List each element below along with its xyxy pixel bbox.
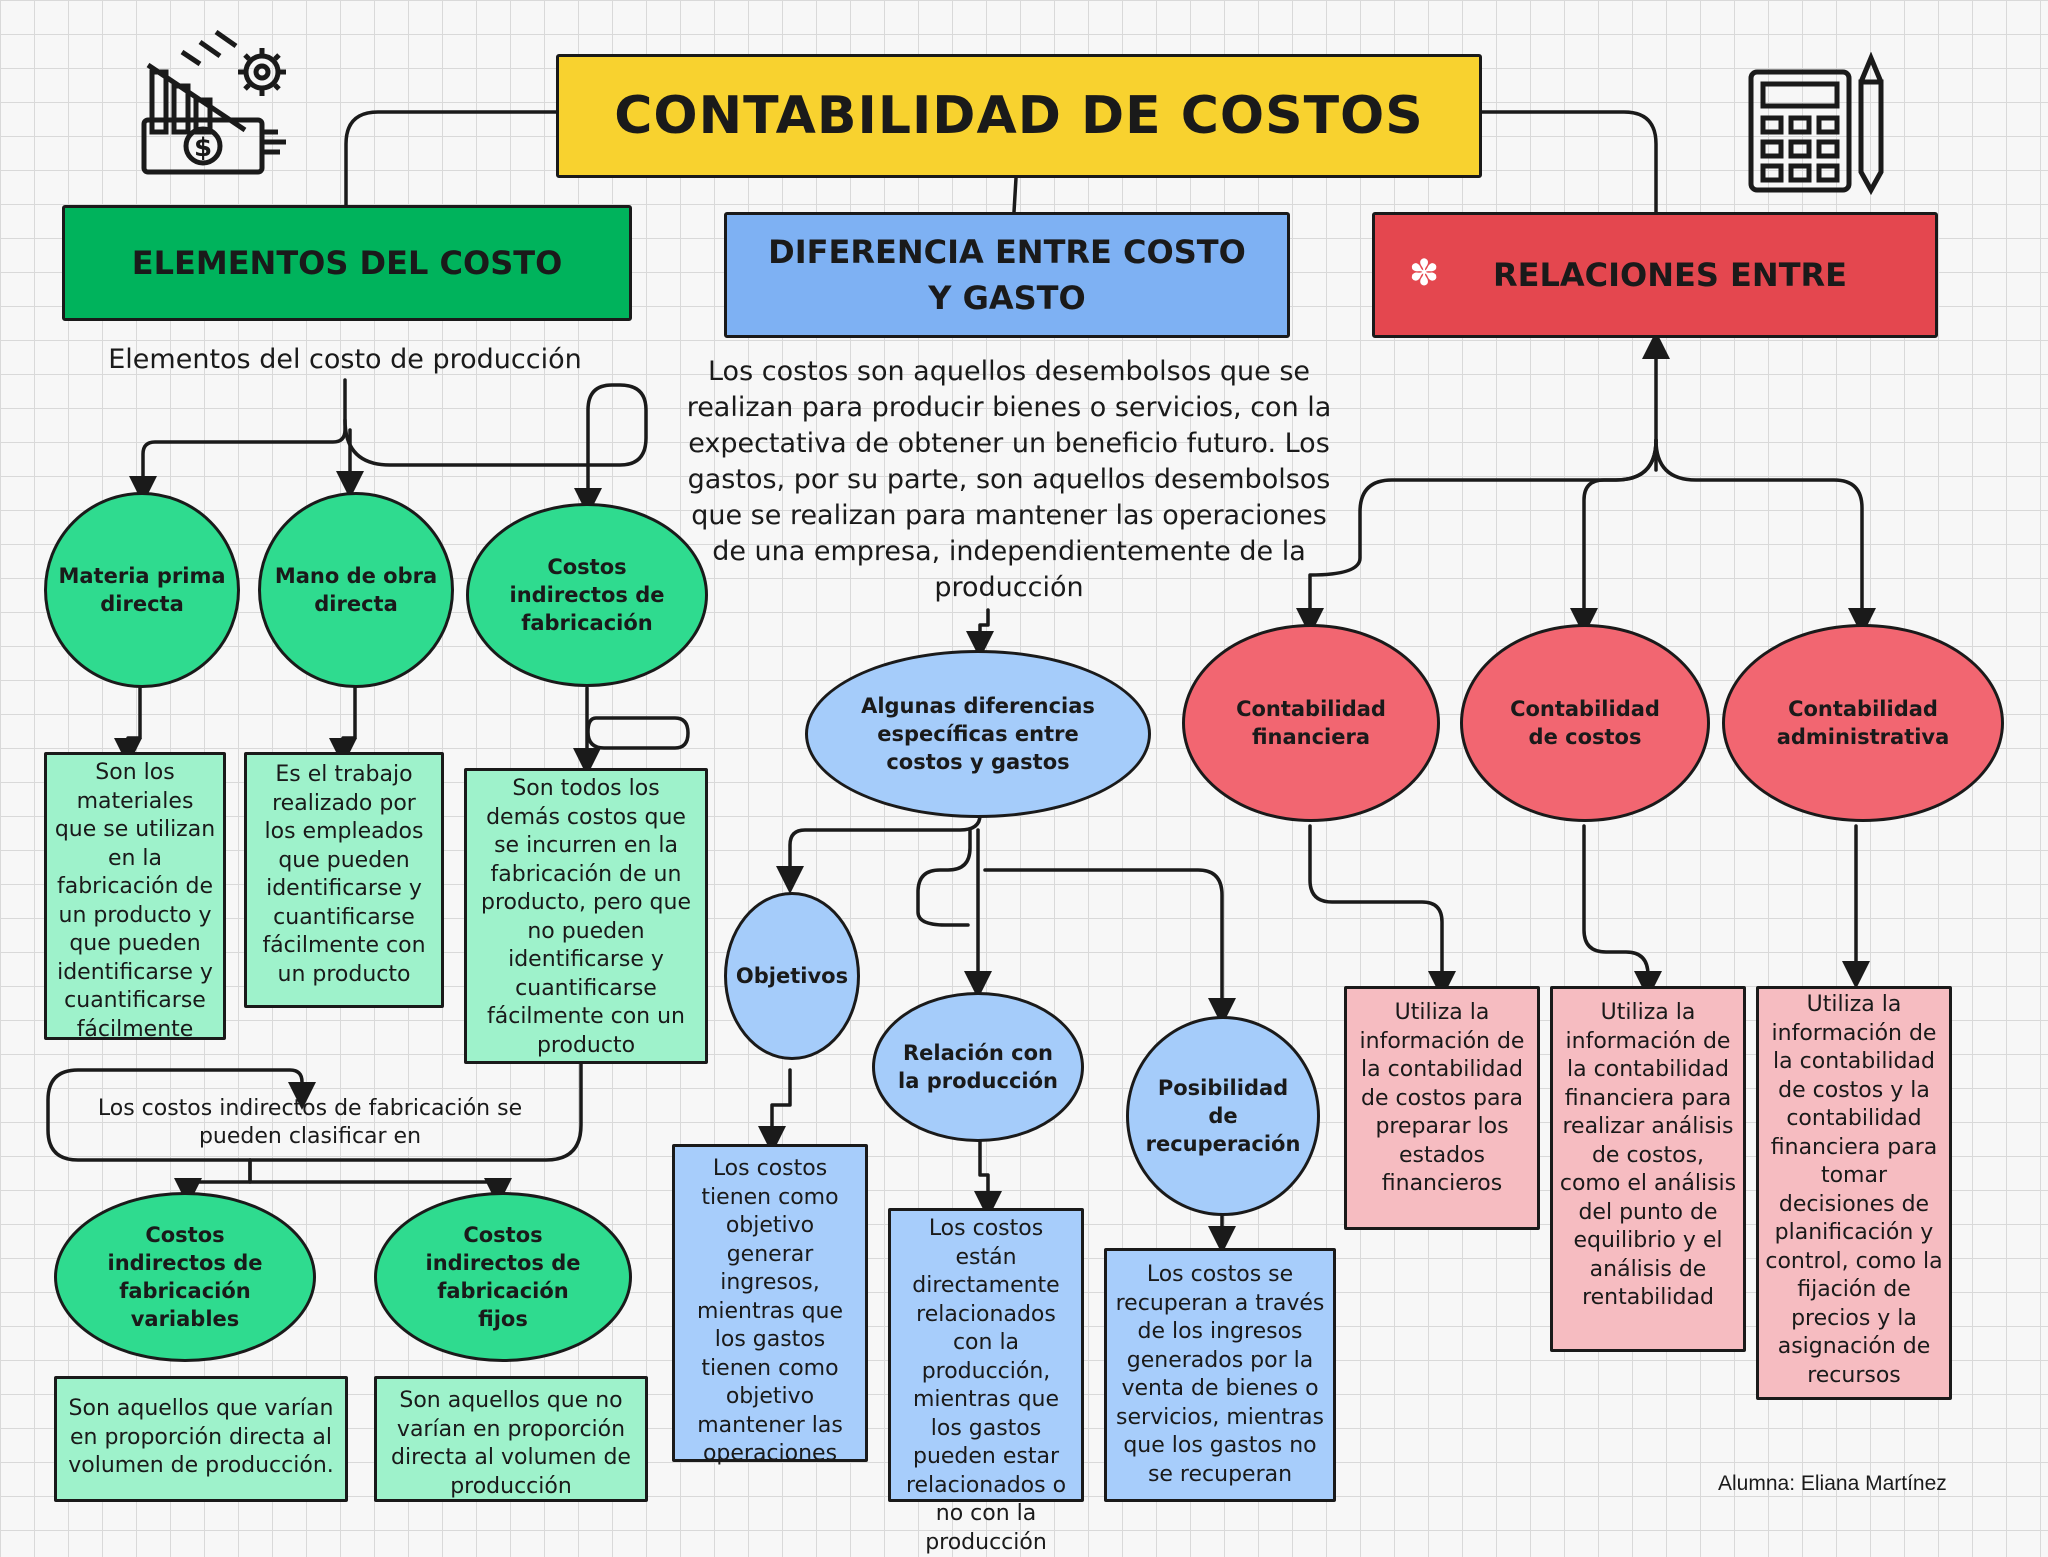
node-diferencias-especificas: Algunas diferencias específicas entre co…: [805, 650, 1151, 818]
node-costos-indirectos: Costos indirectos de fabricación: [466, 503, 708, 687]
node-cif-fijos: Costos indirectos de fabricación fijos: [374, 1192, 632, 1362]
node-contabilidad-financiera: Contabilidad financiera: [1182, 624, 1440, 822]
box-costos-indirectos: Son todos los demás costos que se incurr…: [464, 768, 708, 1064]
box-mano-de-obra: Es el trabajo realizado por los empleado…: [244, 752, 444, 1008]
box-contabilidad-administrativa: Utiliza la información de la contabilida…: [1756, 986, 1952, 1400]
node-posibilidad-recuperacion: Posibilidad de recuperación: [1126, 1016, 1320, 1216]
header-elementos-del-costo: ELEMENTOS DEL COSTO: [62, 205, 632, 321]
box-objetivos: Los costos tienen como objetivo generar …: [672, 1144, 868, 1466]
calculator-icon: [1748, 52, 1884, 196]
svg-text:$: $: [194, 133, 212, 163]
box-contabilidad-financiera: Utiliza la información de la contabilida…: [1344, 986, 1540, 1230]
box-cif-variables: Son aquellos que varían en proporción di…: [54, 1376, 348, 1502]
clasificacion-text: Los costos indirectos de fabricación se …: [97, 1096, 523, 1149]
header-relaciones-label: RELACIONES ENTRE: [1492, 256, 1848, 294]
node-mano-de-obra: Mano de obra directa: [258, 492, 454, 688]
box-posibilidad-recuperacion: Los costos se recuperan a través de los …: [1104, 1248, 1336, 1502]
elementos-intro: Elementos del costo de producción: [108, 344, 582, 375]
page-title: CONTABILIDAD DE COSTOS: [556, 54, 1482, 178]
node-relacion-produccion: Relación con la producción: [872, 992, 1084, 1142]
header-relaciones-entre: ✽ RELACIONES ENTRE: [1372, 212, 1938, 338]
node-contabilidad-administrativa: Contabilidad administrativa: [1722, 624, 2004, 822]
box-cif-fijos: Son aquellos que no varían en proporción…: [374, 1376, 648, 1502]
sparkle-icon: ✽: [1409, 253, 1440, 294]
box-relacion-produccion: Los costos están directamente relacionad…: [888, 1208, 1084, 1555]
finance-chart-money-icon: $: [141, 30, 286, 175]
diferencia-intro: Los costos son aquellos desembolsos que …: [686, 356, 1332, 603]
box-materia-prima: Son los materiales que se utilizan en la…: [44, 752, 226, 1042]
node-contabilidad-costos: Contabilidad de costos: [1460, 624, 1710, 822]
node-objetivos: Objetivos: [724, 892, 860, 1060]
node-materia-prima: Materia prima directa: [44, 492, 240, 688]
box-contabilidad-costos: Utiliza la información de la contabilida…: [1550, 986, 1746, 1352]
node-cif-variables: Costos indirectos de fabricación variabl…: [54, 1192, 316, 1362]
header-diferencia-costo-gasto: DIFERENCIA ENTRE COSTO Y GASTO: [724, 212, 1290, 338]
author-label: Alumna: Eliana Martínez: [1718, 1472, 1947, 1495]
